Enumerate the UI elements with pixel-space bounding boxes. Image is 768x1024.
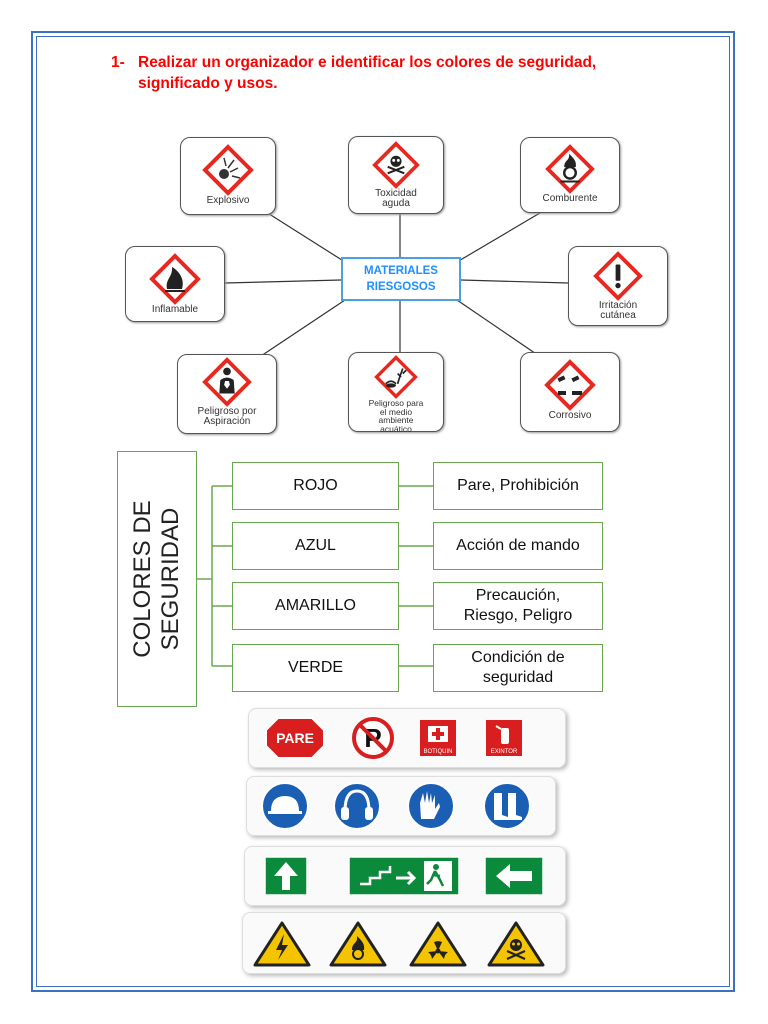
center-label-2: RIESGOSOS [366,281,436,293]
connector-corrosivo [456,299,546,361]
page-frame-outer [31,31,735,992]
toxic-hazard-icon [487,921,545,967]
instruction-line-1: Realizar un organizador e identificar lo… [138,54,597,71]
instruction-line-2: significado y usos. [138,75,278,92]
safety-colors-title-box [117,451,197,707]
emergency-exit-icon [348,856,460,896]
instruction-number: 1- [111,54,125,71]
meaning-box-rojo: Pare, Prohibición [433,462,603,510]
connector-comburente [456,209,546,263]
center-label-1: MATERIALES [364,265,438,277]
pare-text: PARE [276,730,314,746]
ear-protection-icon [333,782,381,830]
meaning-verde-2: seguridad [482,669,554,686]
blue-signs-panel [246,776,556,836]
arrow-left-icon [484,856,544,896]
connector-irritacion [460,279,569,284]
fire-extinguisher-icon: EXINTOR [486,720,522,756]
meaning-verde-1: Condición de [471,649,565,666]
hazard-card-aspiracion: Peligroso por Aspiración [177,354,277,434]
hazard-label-toxicidad-1: Toxicidad [375,188,417,199]
exclamation-icon [593,251,643,301]
meaning-amarillo-2: Riesgo, Peligro [463,607,573,624]
arrow-up-icon [264,856,308,896]
hazard-label-toxicidad-2: aguda [382,198,410,209]
first-aid-icon: BOTIQUIN [420,720,456,756]
hazard-label-inflamable: Inflamable [151,304,199,315]
hazard-connectors [224,204,569,361]
hazard-card-toxicidad: Toxicidad aguda [348,136,444,214]
hazard-label-ambiente-3: ambiente [378,415,414,425]
environment-icon [374,355,418,399]
pare-sign: PARE [265,717,325,759]
gloves-icon [407,782,455,830]
color-box-verde: VERDE [232,644,399,692]
meaning-azul-1: Acción de mando [456,537,580,554]
hazard-card-corrosivo: Corrosivo [520,352,620,432]
center-node: MATERIALES RIESGOSOS [341,257,461,301]
safety-colors-connectors [197,485,433,667]
helmet-icon [261,782,309,830]
hazard-card-inflamable: Inflamable [125,246,225,322]
red-signs-panel: PARE P BOTIQUIN EXINTOR [248,708,566,768]
color-name-azul: AZUL [295,537,336,554]
color-name-rojo: ROJO [293,477,338,494]
color-name-amarillo: AMARILLO [275,597,356,614]
meaning-box-amarillo: Precaución, Riesgo, Peligro [433,582,603,630]
hazard-label-ambiente-1: Peligroso para [368,398,424,408]
flame-icon [149,253,201,305]
hazard-label-explosivo: Explosivo [206,195,250,206]
hazard-card-explosivo: Explosivo [180,137,276,215]
flame-over-circle-icon [545,144,595,194]
meaning-box-verde: Condición de seguridad [433,644,603,692]
connector-inflamable [224,279,342,284]
radiation-hazard-icon [409,921,467,967]
hazard-card-ambiente: Peligroso para el medio ambiente acuátic… [348,352,444,434]
green-signs-panel [244,846,566,906]
hazard-label-comburente: Comburente [542,193,598,204]
botiquin-text: BOTIQUIN [423,749,452,755]
boots-icon [483,782,531,830]
yellow-signs-panel [242,912,566,974]
hazard-label-ambiente-4: acuático [380,423,412,434]
no-parking-icon: P [352,717,394,759]
connector-explosivo [254,204,346,263]
meaning-amarillo-1: Precaución, [475,587,561,604]
hazard-label-aspiracion-2: Aspiración [203,416,251,427]
skull-crossbones-icon [372,141,420,189]
hazard-label-ambiente-2: el medio [379,406,413,417]
hazard-label-irritacion-1: Irritación [598,300,638,311]
color-name-verde: VERDE [287,659,344,676]
flammable-hazard-icon [329,921,387,967]
corrosion-icon [544,359,596,411]
electric-hazard-icon [253,921,311,967]
color-box-amarillo: AMARILLO [232,582,399,630]
meaning-box-azul: Acción de mando [433,522,603,570]
color-box-rojo: ROJO [232,462,399,510]
hazard-label-aspiracion-1: Peligroso por [197,406,257,417]
hazard-label-irritacion-2: cutánea [600,310,636,321]
hazard-label-corrosivo: Corrosivo [548,410,592,421]
connector-aspiracion [254,299,346,361]
hazard-card-comburente: Comburente [520,137,620,213]
health-hazard-icon [202,357,252,407]
color-box-azul: AZUL [232,522,399,570]
explosive-icon [202,144,254,196]
meaning-rojo-1: Pare, Prohibición [457,477,579,494]
hazard-card-irritacion: Irritación cutánea [568,246,668,326]
page-frame-inner [36,36,730,987]
extintor-text: EXINTOR [491,749,518,755]
